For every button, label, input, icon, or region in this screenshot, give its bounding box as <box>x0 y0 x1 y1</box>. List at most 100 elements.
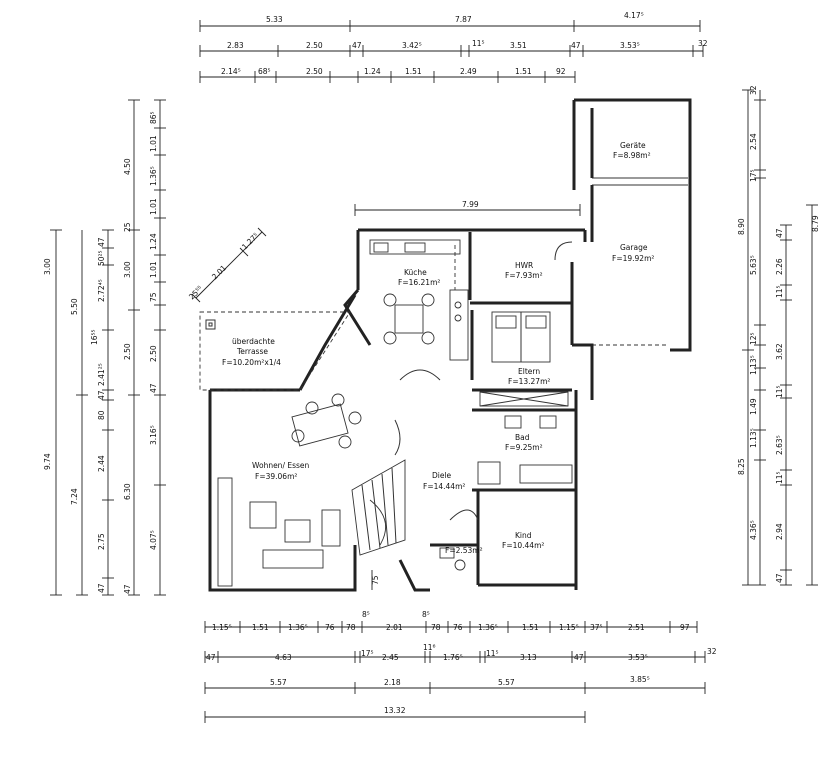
right1-dim-4: 12⁵ <box>749 332 758 345</box>
left-outer-dim-1: 5.50 <box>70 298 79 315</box>
right1-dim-6: 1.49 <box>749 398 758 415</box>
top2-dim-0: 2.83 <box>227 41 244 50</box>
diagonal-dimension: 2.01 1.27⁵ 25⁵⁵ <box>187 227 267 303</box>
room-geraete-area: F=8.98m² <box>613 151 651 160</box>
room-bad-name: Bad <box>515 433 530 442</box>
bottom1-dim-9: 1.51 <box>522 623 539 632</box>
stair-75-dimension: 75 <box>371 570 380 590</box>
left-inner-dim-9: 2.50 <box>149 345 158 362</box>
top1-dim-1: 7.87 <box>455 15 472 24</box>
room-terrasse-area: F=10.20m²x1/4 <box>222 358 281 367</box>
bottom1-dim-8: 1.36⁵ <box>478 623 498 632</box>
left-outer-dim-2: 16⁵⁵ <box>90 329 99 345</box>
left-mid1-dim-0: 47 <box>97 237 106 247</box>
bottom1-dim-1: 1.51 <box>252 623 269 632</box>
left-mid1-dim-8b: 47 <box>123 584 132 594</box>
right2-dim-1: 8.25 <box>737 458 746 475</box>
left-inner-dim-0: 86⁵ <box>149 111 158 124</box>
bottom3-dim-2: 5.57 <box>498 678 515 687</box>
bottom2-dim-10: 32 <box>707 647 717 656</box>
left-inner-dim-3: 1.01 <box>149 198 158 215</box>
right2-dim-4: 2.63⁵ <box>775 435 784 455</box>
room-wohnen-name: Wohnen/ Essen <box>252 461 310 470</box>
bottom3-dim-3: 3.85⁵ <box>630 675 650 684</box>
bottom1-dim-0: 1.15⁵ <box>212 623 232 632</box>
bottom2-dim-4: 11⁶ <box>423 643 436 652</box>
top3-dim-2: 2.50 <box>306 67 323 76</box>
right1-dim-7: 1.13⁵ <box>749 428 758 448</box>
left-inner-dim-8: 25 <box>123 222 132 232</box>
room-terrasse-name2: Terrasse <box>236 347 268 356</box>
room-terrasse-name1: überdachte <box>232 337 275 346</box>
right2-dim-0: 8.90 <box>737 218 746 235</box>
left-mid1-dim-3: 2.41²⁵ <box>97 363 106 386</box>
bottom2-dim-1: 4.63 <box>275 653 292 662</box>
terrace-outline <box>199 245 456 391</box>
bottom3-dim-0: 5.57 <box>270 678 287 687</box>
top1-dim-0: 5.33 <box>266 15 283 24</box>
top2-dim-7: 3.53⁵ <box>620 41 640 50</box>
top-dimension-chains: 5.33 7.87 4.17⁵ 2.83 2.50 47 3.42⁵ 11⁵ 3… <box>199 11 708 83</box>
right1-dim-8: 4.36⁵ <box>749 520 758 540</box>
top2-dim-3: 3.42⁵ <box>402 41 422 50</box>
bottom-small-1: 8⁵ <box>422 610 430 619</box>
bottom1-dim-7: 76 <box>453 623 463 632</box>
left-inner-dim-1: 1.01 <box>149 135 158 152</box>
room-kueche-name: Küche <box>404 268 427 277</box>
top3-dim-3: 1.24 <box>364 67 381 76</box>
left-mid1-dim-2: 2.72⁴⁵ <box>97 279 106 302</box>
top3-dim-1: 68⁵ <box>258 67 271 76</box>
room-bad-area: F=9.25m² <box>505 443 543 452</box>
right1-dim-1: 2.54 <box>749 133 758 150</box>
top2-dim-1: 2.50 <box>306 41 323 50</box>
left-mid2-dim-1: 2.50 <box>123 343 132 360</box>
room-kind-name: Kind <box>515 531 532 540</box>
room-hwr-area: F=7.93m² <box>505 271 543 280</box>
staircase <box>351 459 406 556</box>
bottom1-dim-12: 2.51 <box>628 623 645 632</box>
left-inner-dim-6: 75 <box>149 292 158 302</box>
left-outer-dim-3: 9.74 <box>43 453 52 470</box>
left-inner-dim-11: 3.16⁵ <box>149 425 158 445</box>
right1-dim-0: 32 <box>749 85 758 95</box>
right1-dim-2: 17⁵ <box>749 169 758 182</box>
left-inner-dim-12: 4.07⁵ <box>149 530 158 550</box>
bottom1-dim-10: 1.15⁵ <box>559 623 579 632</box>
bottom1-dim-4: 78 <box>346 623 356 632</box>
room-wohnen-area: F=39.06m² <box>255 472 297 481</box>
right1-dim-3: 5.63⁵ <box>749 255 758 275</box>
left-mid1-dim-5: 80 <box>97 410 106 420</box>
right2-dim-2: 3.62 <box>775 343 784 360</box>
stair-75: 75 <box>371 575 380 585</box>
bottom1-dim-13: 97 <box>680 623 690 632</box>
bottom3-dim-1: 2.18 <box>384 678 401 687</box>
top2-dim-8: 32 <box>698 39 708 48</box>
bottom2-dim-8: 47 <box>574 653 584 662</box>
top2-dim-2: 47 <box>352 41 362 50</box>
right3-dim-1: 47 <box>775 228 784 238</box>
bottom2-dim-6: 11⁵ <box>486 649 499 658</box>
left-inner-dim-2: 1.36⁵ <box>149 166 158 186</box>
left-mid2-dim-0: 3.00 <box>123 261 132 278</box>
right2-dim-5: 11⁵ <box>775 471 784 484</box>
left-mid1-dim-1: 50²⁵ <box>97 250 106 266</box>
bottom4-dim: 13.32 <box>384 706 406 715</box>
bottom1-dim-11: 37⁵ <box>590 623 603 632</box>
top3-dim-7: 92 <box>556 67 566 76</box>
right3-dim-2: 2.26 <box>775 258 784 275</box>
bottom1-dim-6: 78 <box>431 623 441 632</box>
room-kueche-area: F=16.21m² <box>398 278 440 287</box>
right3-dim-3: 11⁵ <box>775 285 784 298</box>
diag-dim-0: 2.01 <box>210 263 228 281</box>
right3-dim-0: 8.79 <box>811 215 820 232</box>
bottom-dimension-chains: 8⁵ 8⁵ 1.15⁵ 1.51 1.36⁵ 76 78 2.01 78 76 … <box>204 610 717 723</box>
top3-dim-5: 2.49 <box>460 67 477 76</box>
top2-dim-4: 11⁵ <box>472 39 485 48</box>
bottom2-dim-0: 47 <box>206 653 216 662</box>
right2-dim-6: 2.94 <box>775 523 784 540</box>
left-mid2-dim-2: 6.30 <box>123 483 132 500</box>
room-diele-name: Diele <box>432 471 452 480</box>
building-walls <box>208 98 692 592</box>
left-mid1-dim-8: 47 <box>97 583 106 593</box>
room-labels: Geräte F=8.98m² Garage F=19.92m² Küche F… <box>222 141 654 555</box>
